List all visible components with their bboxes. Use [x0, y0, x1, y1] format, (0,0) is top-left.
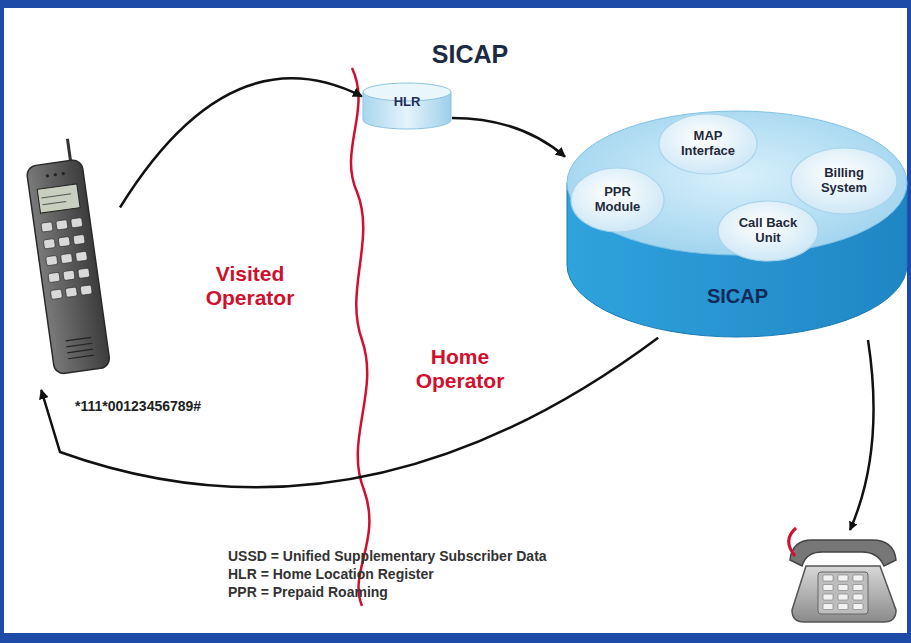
callback-arrow — [850, 340, 874, 530]
abbreviation-note: USSD = Unified Supplementary Subscriber … — [228, 548, 688, 564]
database-cylinder: HLR — [362, 82, 452, 130]
node-label: PPR Module — [582, 185, 653, 215]
mobile-phone: *111*00123456789# — [15, 140, 120, 390]
bottom-bar — [0, 633, 911, 643]
region-label: Visited Operator — [190, 262, 310, 310]
module-oval: MAP Interface — [658, 113, 758, 175]
module-oval: Billing System — [790, 147, 898, 215]
desk-telephone — [789, 528, 896, 622]
abbreviation-note: PPR = Prepaid Roaming — [228, 584, 688, 600]
phone-outline — [15, 140, 120, 390]
node-label: Call Back Unit — [729, 216, 807, 246]
ussd-code: *111*00123456789# — [75, 398, 201, 414]
region-label: Home Operator — [395, 345, 525, 393]
top-bar — [0, 0, 911, 8]
abbreviation-note: HLR = Home Location Register — [228, 566, 688, 582]
node-label: Billing System — [802, 166, 886, 196]
node-label: MAP Interface — [670, 129, 746, 159]
diagram-title: SICAP — [0, 40, 911, 69]
flow-arrow — [452, 118, 565, 157]
module-oval: Call Back Unit — [717, 200, 819, 262]
node-label: SICAP — [565, 285, 910, 308]
node-label: HLR — [362, 94, 452, 109]
module-oval: PPR Module — [570, 167, 665, 233]
platform-cylinder: SICAP MAP InterfacePPR Module Billing Syst… — [565, 105, 910, 340]
operator-boundary — [351, 68, 369, 606]
flow-arrow — [41, 338, 658, 488]
flow-arrow — [120, 78, 362, 207]
